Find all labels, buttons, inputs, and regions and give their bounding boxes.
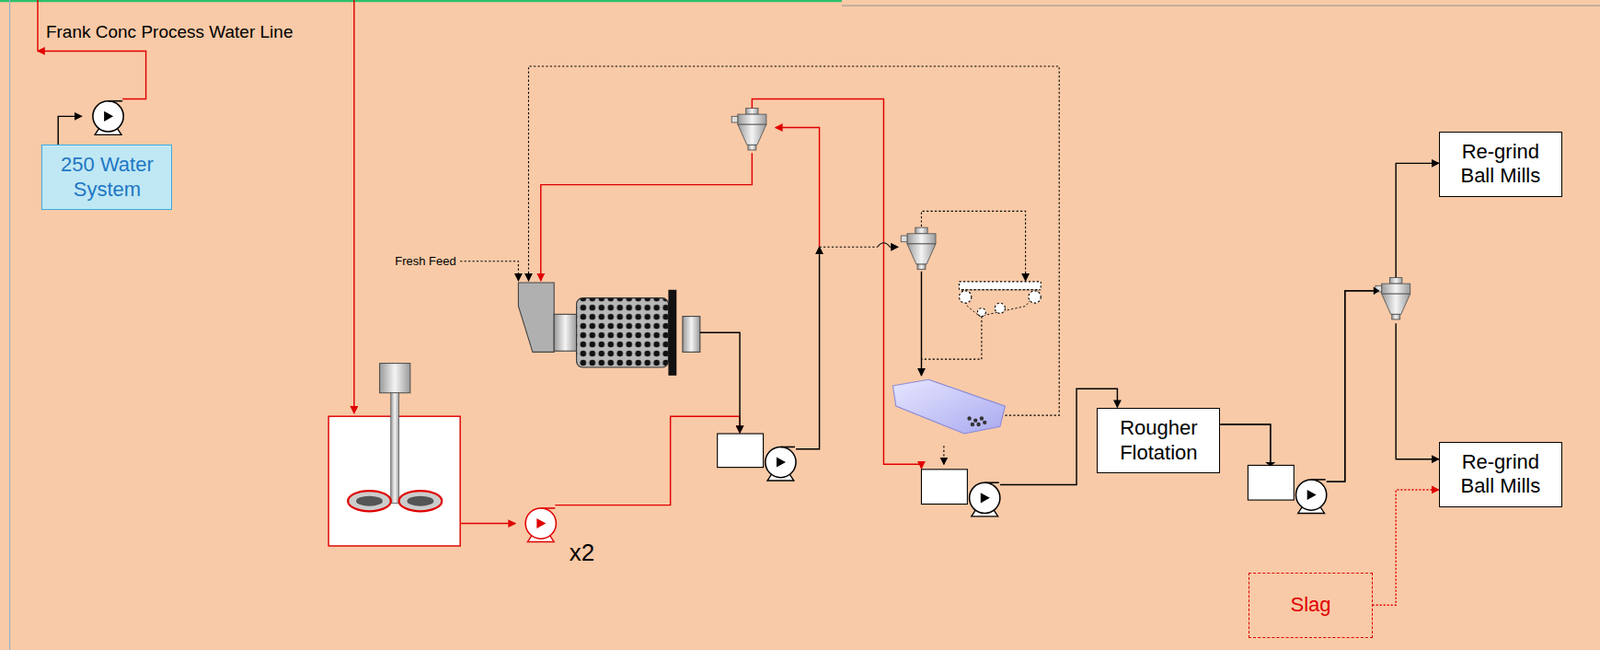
node-text: Re-grind Ball Mills <box>1445 449 1556 499</box>
process-box: Re-grind Ball Mills <box>1438 131 1563 197</box>
flow-connector <box>1220 290 1439 482</box>
node-text: 250 Water System <box>47 152 166 202</box>
process-box: Re-grind Ball Mills <box>1438 441 1563 507</box>
node-text: Rougher Flotation <box>1103 415 1214 465</box>
node-text: Re-grind Ball Mills <box>1445 139 1556 189</box>
water-line-label: Frank Conc Process Water Line <box>46 22 294 43</box>
flow-connector <box>1372 489 1439 605</box>
process-box: Rougher Flotation <box>1096 407 1221 473</box>
quantity-label: x2 <box>569 538 595 567</box>
node-text: Slag <box>1290 592 1332 617</box>
water-system-box: 250 Water System <box>41 144 173 210</box>
feed-label: Fresh Feed <box>394 253 456 268</box>
flow-connector <box>1220 162 1439 482</box>
slag-box: Slag <box>1248 572 1372 638</box>
